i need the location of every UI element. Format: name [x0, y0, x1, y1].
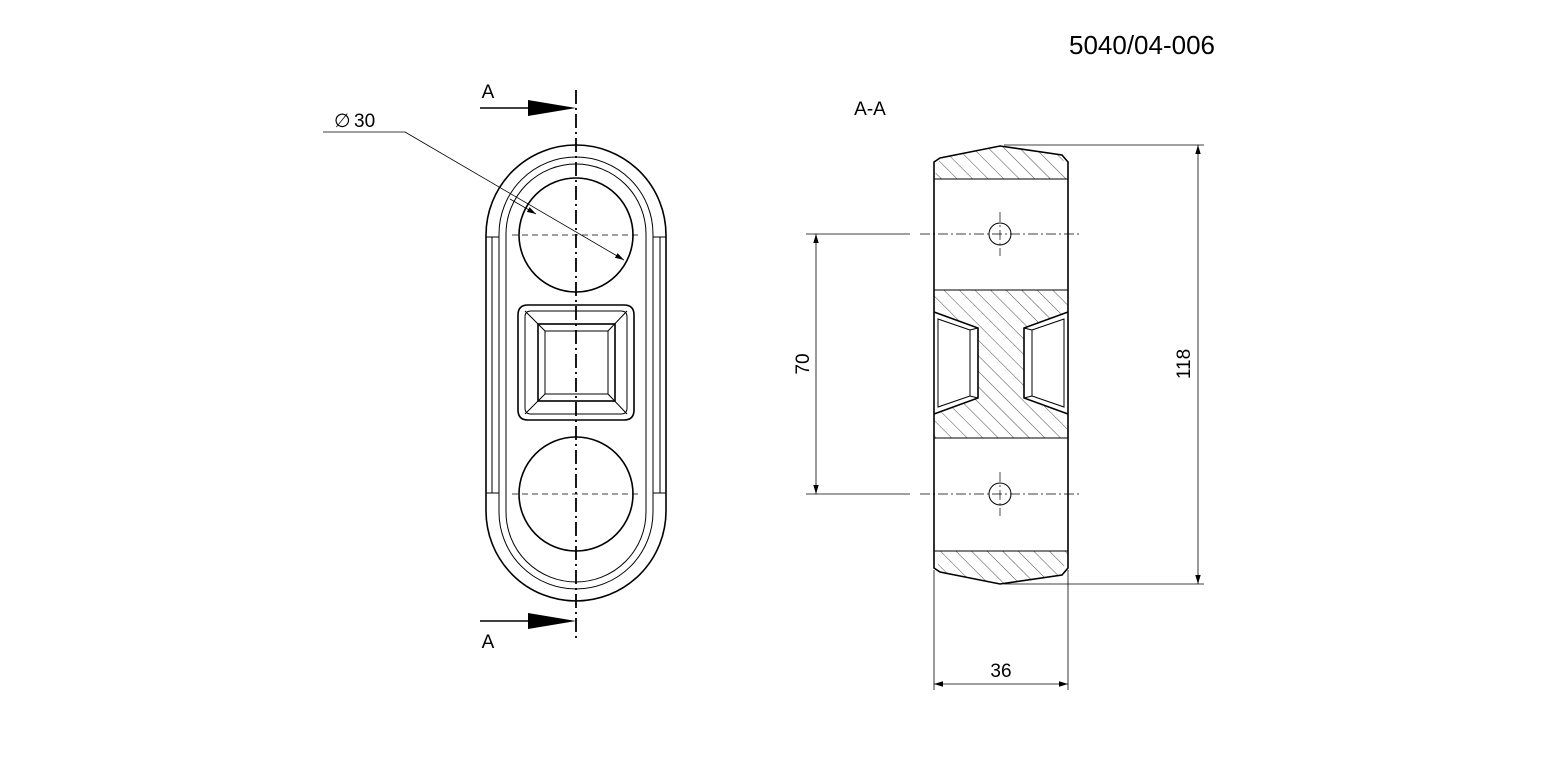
cut-label-bottom: A — [482, 632, 495, 653]
dim-height: 118 — [1174, 349, 1195, 379]
section-view: A-A 70 — [793, 99, 1204, 690]
dim-spacing: 70 — [793, 353, 814, 374]
diameter-symbol-icon: ∅ — [334, 111, 351, 132]
section-arrow-top-icon — [528, 100, 576, 116]
section-label: A-A — [854, 99, 886, 120]
diameter-value: 30 — [354, 111, 375, 132]
dim-width: 36 — [990, 661, 1011, 682]
front-view: A A ∅ 30 — [323, 82, 667, 653]
section-arrow-bottom-icon — [528, 613, 576, 629]
section-outline — [933, 145, 1069, 585]
drawing-number: 5040/04-006 — [1069, 30, 1215, 60]
cut-label-top: A — [482, 82, 495, 103]
